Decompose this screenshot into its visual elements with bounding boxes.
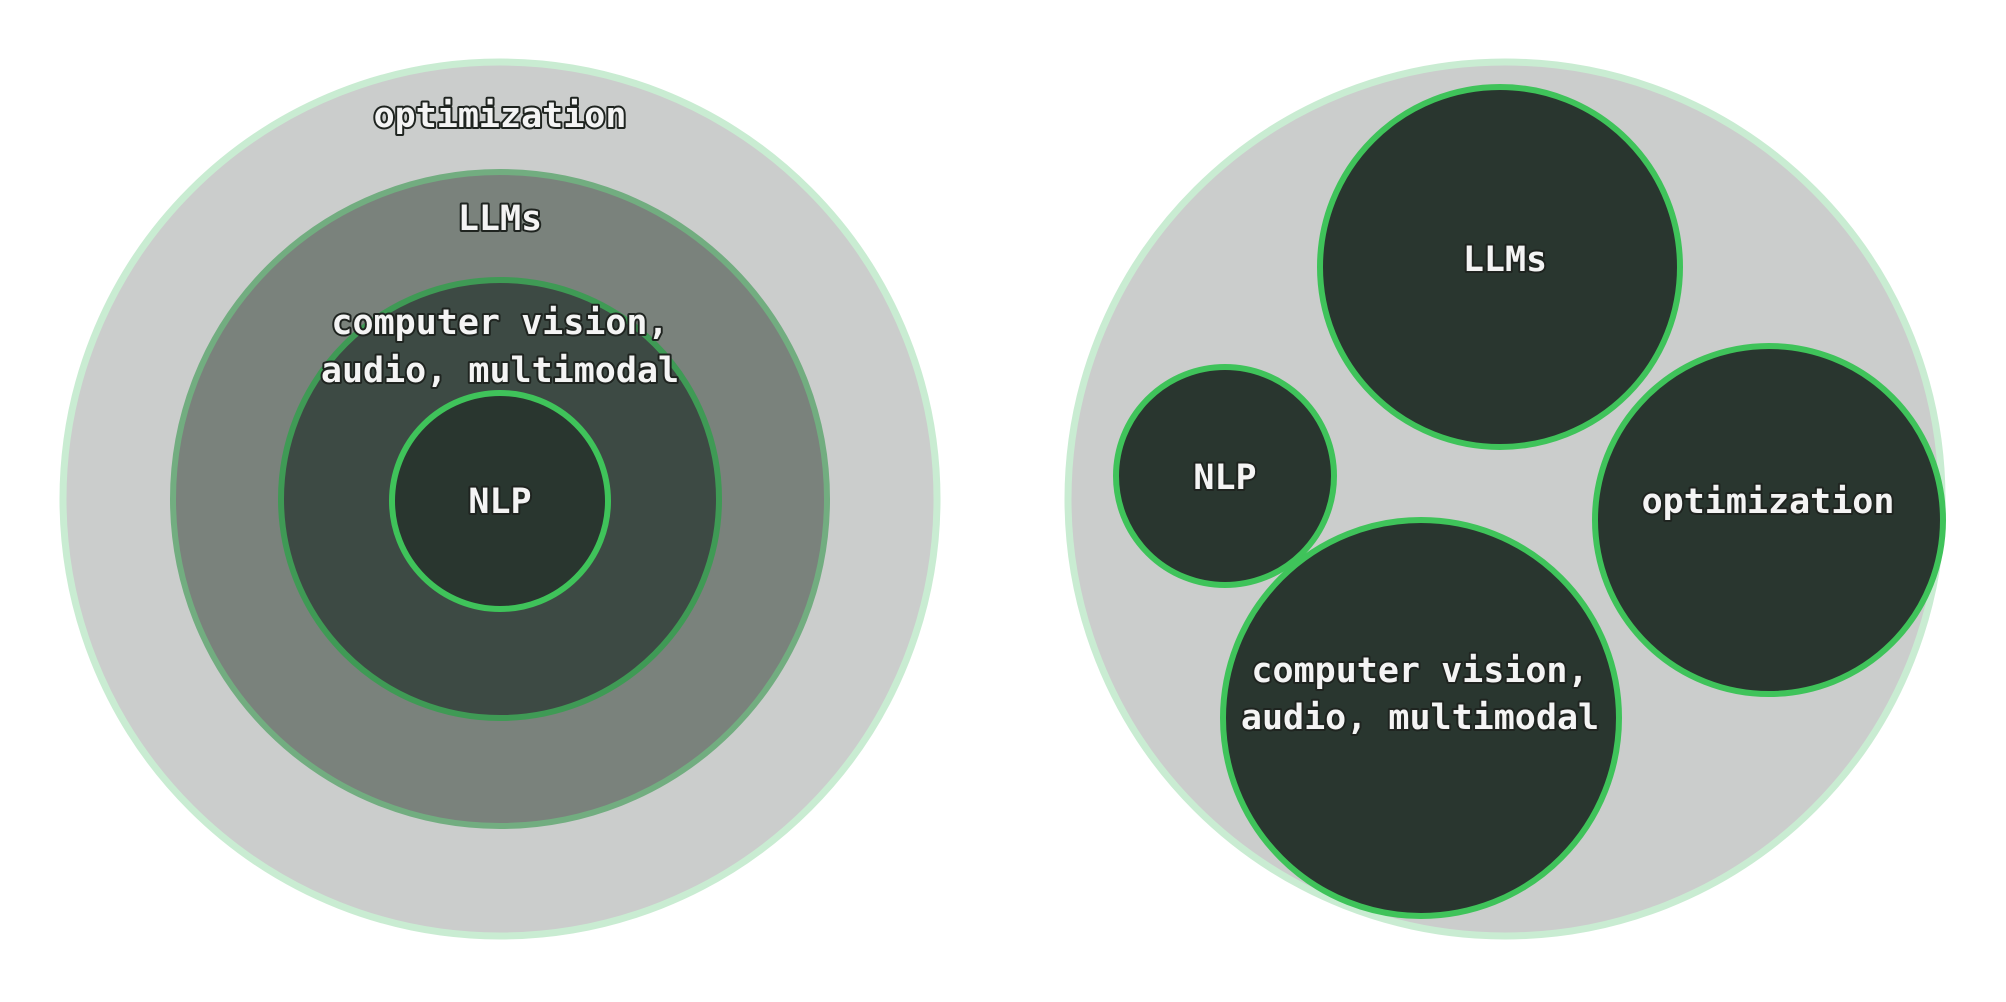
nested-diagram: optimization LLMs computer vision, audio… bbox=[59, 58, 941, 940]
cv-label-line1: computer vision, bbox=[331, 303, 668, 343]
optimization-label: optimization bbox=[374, 96, 627, 136]
nlp-circle bbox=[1113, 364, 1337, 588]
llms-label: LLMs bbox=[1463, 240, 1547, 280]
cv-label-line2: audio, multimodal bbox=[321, 351, 679, 391]
separate-diagram: LLMs NLP optimization computer vision, a… bbox=[1064, 58, 1946, 940]
cv-label-line1: computer vision, bbox=[1251, 651, 1588, 691]
llms-circle bbox=[1317, 84, 1683, 450]
cv-label-line2: audio, multimodal bbox=[1241, 698, 1599, 738]
nlp-label: NLP bbox=[1193, 458, 1256, 498]
optimization-circle bbox=[1592, 343, 1946, 697]
optimization-label: optimization bbox=[1642, 482, 1895, 522]
llms-label: LLMs bbox=[458, 199, 542, 239]
nlp-circle bbox=[389, 390, 611, 612]
cv-audio-multimodal-circle bbox=[1220, 517, 1622, 919]
nlp-label: NLP bbox=[468, 482, 531, 522]
